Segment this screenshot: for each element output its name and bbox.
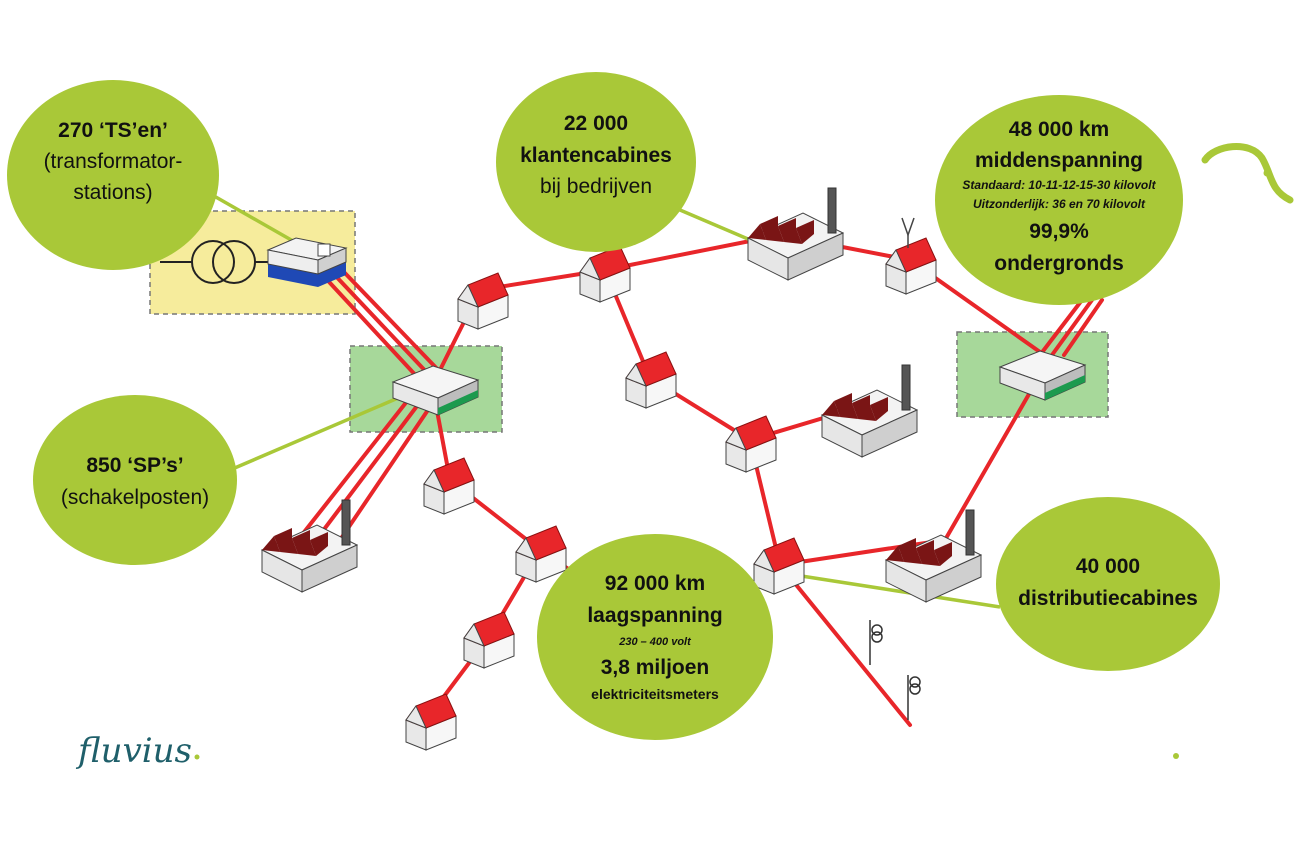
switching-post-icon-left	[391, 365, 480, 416]
bubble-klanten-line1: 22 000	[564, 112, 628, 135]
bubble-ts: 270 ‘TS’en’ (transformator- stations)	[7, 80, 219, 270]
bubble-distributie-line1: 40 000	[1076, 555, 1140, 578]
house-icon	[423, 457, 475, 515]
bubble-laag: 92 000 km laagspanning 230 – 400 volt 3,…	[537, 534, 773, 740]
bubble-sp-line1: 850 ‘SP’s’	[86, 454, 183, 477]
bubble-midden-line3: Standaard: 10-11-12-15-30 kilovolt	[962, 178, 1156, 192]
house-icon	[625, 351, 677, 409]
bubble-klanten-line2: klantencabines	[520, 144, 672, 167]
bubble-ts-line1: 270 ‘TS’en’	[58, 119, 168, 142]
bubble-midden-line6: ondergronds	[994, 252, 1124, 275]
factory-icon	[885, 509, 982, 603]
bubble-ts-line3: stations)	[73, 181, 152, 204]
fluvius-logo-text: fluvius	[75, 731, 192, 771]
dot-decoration-icon	[1173, 753, 1179, 759]
bubble-laag-line2: laagspanning	[587, 604, 722, 627]
house-icon	[515, 525, 567, 583]
bubble-midden-line2: middenspanning	[975, 149, 1143, 172]
house-icon	[463, 611, 515, 669]
bubble-klanten: 22 000 klantencabines bij bedrijven	[496, 72, 696, 252]
bubble-midden-line4: Uitzonderlijk: 36 en 70 kilovolt	[973, 197, 1146, 211]
switching-post-icon-right	[998, 350, 1087, 401]
house-icon	[725, 415, 777, 473]
house-icon	[885, 237, 937, 295]
connector-lines	[199, 186, 1001, 609]
house-icon	[579, 245, 631, 303]
bubble-distributie: 40 000 distributiecabines	[996, 497, 1220, 671]
bubble-klanten-line3: bij bedrijven	[540, 175, 652, 198]
transformer-symbol-icon	[160, 240, 272, 284]
bubble-midden-line1: 48 000 km	[1009, 118, 1109, 141]
factory-icon-large	[261, 499, 358, 593]
swirl-decoration-icon	[1201, 142, 1294, 204]
fluvius-logo: fluvius	[75, 731, 200, 771]
house-icon	[405, 693, 457, 751]
transformer-station-icon	[266, 237, 348, 287]
bubble-laag-line5: elektriciteitsmeters	[591, 686, 719, 702]
bubble-laag-line3: 230 – 400 volt	[618, 636, 692, 648]
factory-icon	[821, 364, 918, 458]
factory-icon	[747, 187, 844, 281]
bubble-sp: 850 ‘SP’s’ (schakelposten)	[33, 395, 237, 565]
bubble-distributie-line2: distributiecabines	[1018, 587, 1198, 610]
bubble-sp-line2: (schakelposten)	[61, 486, 209, 509]
bubble-ts-line2: (transformator-	[44, 150, 183, 173]
bubble-laag-line4: 3,8 miljoen	[601, 656, 710, 679]
house-icon	[457, 272, 509, 330]
pole-icon	[869, 620, 921, 720]
bubble-midden-line5: 99,9%	[1029, 220, 1089, 243]
antenna-icon	[901, 217, 915, 248]
bubble-laag-line1: 92 000 km	[605, 572, 705, 595]
bubble-midden: 48 000 km middenspanning Standaard: 10-1…	[935, 95, 1183, 305]
